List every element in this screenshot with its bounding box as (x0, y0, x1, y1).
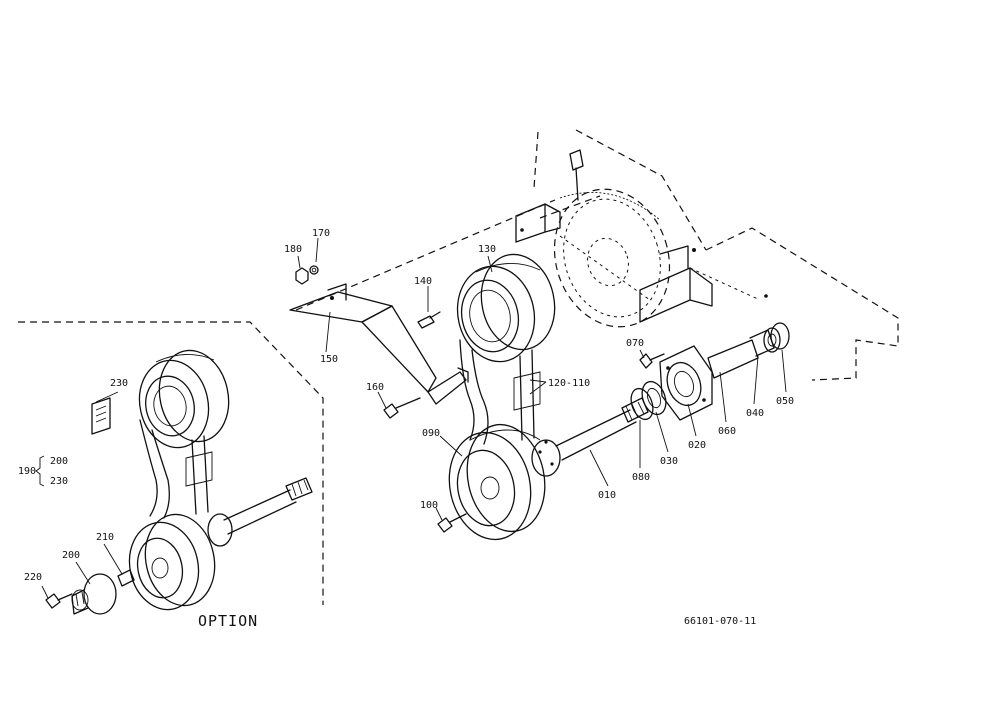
label-020: 020 (688, 440, 706, 451)
label-040: 040 (746, 408, 764, 419)
label-190-200: 200 (50, 456, 68, 467)
option-decal-230 (91, 397, 111, 435)
option-coupling-200 (71, 573, 117, 615)
bolt-100 (437, 513, 467, 533)
label-170: 170 (312, 228, 330, 239)
label-180: 180 (284, 244, 302, 255)
housing-outline (295, 129, 899, 381)
label-060: 060 (718, 426, 736, 437)
label-160: 160 (366, 382, 384, 393)
option-pin-210 (117, 569, 135, 587)
label-150: 150 (320, 354, 338, 365)
label-230-decal: 230 (110, 378, 128, 389)
upper-pulley-130 (456, 253, 556, 363)
drive-shaft-010 (555, 397, 649, 461)
label-070: 070 (626, 338, 644, 349)
option-upper-pulley (138, 349, 230, 449)
shaft-flange (531, 439, 561, 477)
label-090: 090 (422, 428, 440, 439)
v-belt (459, 339, 541, 445)
leader-lines (41, 237, 787, 599)
bearing-housing-020 (659, 345, 713, 421)
label-030: 030 (660, 456, 678, 467)
main-gear (553, 188, 671, 328)
tension-bracket-150 (289, 283, 469, 405)
label-050: 050 (776, 396, 794, 407)
bolt-140 (417, 311, 441, 329)
label-220: 220 (24, 572, 42, 583)
option-title: OPTION (198, 612, 258, 630)
label-210: 210 (96, 532, 114, 543)
label-080: 080 (632, 472, 650, 483)
label-190-230: 230 (50, 476, 68, 487)
drawing-number: 66101-070-11 (684, 616, 756, 627)
sleeve-060 (707, 294, 790, 379)
option-shaft (207, 477, 313, 547)
label-130: 130 (478, 244, 496, 255)
label-010: 010 (598, 490, 616, 501)
bolt-070 (639, 353, 665, 369)
label-190: 190 (18, 466, 36, 477)
option-bolt-220 (45, 593, 73, 609)
label-100: 100 (420, 500, 438, 511)
part-labels: 170 180 140 130 150 160 120-110 090 100 … (18, 228, 794, 630)
label-140: 140 (414, 276, 432, 287)
label-200: 200 (62, 550, 80, 561)
nut-170-180 (295, 265, 319, 285)
option-belt (139, 419, 213, 519)
lower-pulley-090 (448, 423, 546, 541)
seals-030-080 (630, 380, 667, 421)
upper-bracket (515, 149, 584, 243)
option-lower-pulley (128, 513, 216, 611)
right-bracket (639, 245, 713, 323)
bolt-160 (383, 397, 421, 419)
label-120-110: 120-110 (548, 378, 590, 389)
